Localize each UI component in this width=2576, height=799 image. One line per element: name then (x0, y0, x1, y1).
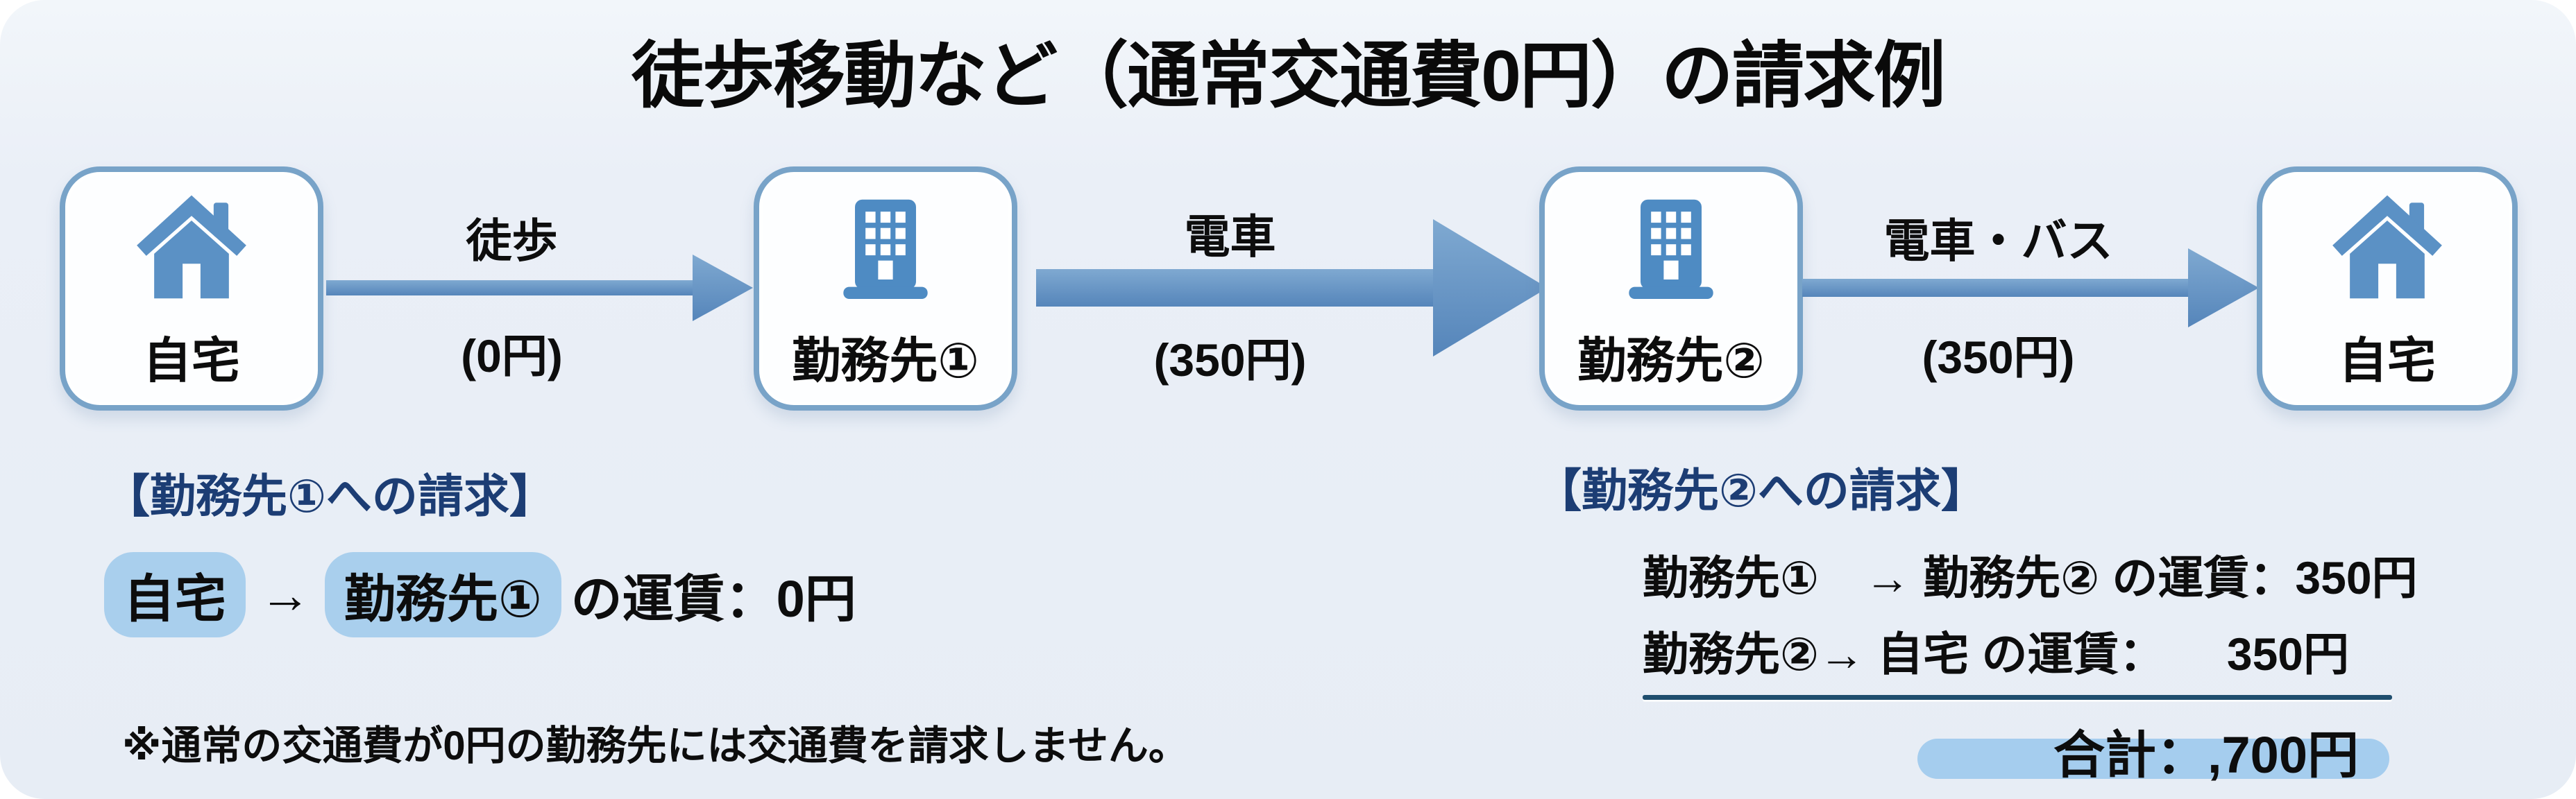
edge-trainbus-fare-label: (350円) (1922, 332, 2075, 383)
total-amount: 合計：,700円 (2053, 726, 2359, 784)
line-2-label: 勤務先②→ 自宅 の運賃： (1643, 628, 2165, 680)
home-icon (137, 195, 246, 298)
billing-office-2-header: 【勤務先②への請求】 (1536, 465, 1987, 516)
sum-divider-line (1643, 695, 2392, 700)
total-row: 合計：,700円 (1917, 714, 2389, 784)
route-from-pill: 自宅 (104, 552, 246, 637)
billing-office-2-line-1: 勤務先① → 勤務先② の運賃：350円 (1643, 552, 2418, 603)
walk-arrow-icon (326, 255, 753, 321)
edge-train-mode-label: 電車 (1184, 211, 1276, 262)
office-building-icon (1629, 199, 1713, 299)
flow-node-home-end: 自宅 (2257, 166, 2518, 411)
edge-train-fare-label: (350円) (1153, 334, 1307, 386)
trainbus-arrow-icon (1802, 248, 2259, 327)
node-label: 自宅 (143, 333, 240, 388)
billing-office-1-route-row: 自宅 → 勤務先① の運賃：0円 (104, 552, 856, 637)
billing-office-1-header: 【勤務先①への請求】 (104, 470, 555, 522)
flow-node-office-1: 勤務先① (754, 166, 1017, 411)
total-highlight (1917, 739, 2389, 779)
flow-node-office-2: 勤務先② (1539, 166, 1803, 411)
office-building-icon (843, 199, 928, 299)
flow-node-home-start: 自宅 (60, 166, 323, 411)
node-label: 勤務先① (792, 333, 979, 388)
home-icon (2332, 195, 2442, 298)
route-to-pill: 勤務先① (325, 552, 561, 637)
billing-office-2-line-2: 勤務先②→ 自宅 の運賃： 350円 (1643, 617, 2349, 684)
edge-walk-mode-label: 徒歩 (466, 215, 558, 266)
route-arrow-glyph: → (260, 566, 311, 624)
billing-office-1-section: 【勤務先①への請求】 自宅 → 勤務先① の運賃：0円 (104, 459, 856, 637)
footnote-text: ※通常の交通費が0円の勤務先には交通費を請求しません。 (122, 723, 1189, 768)
train-arrow-icon (1036, 219, 1548, 356)
edge-trainbus-mode-label: 電車・バス (1883, 215, 2113, 266)
node-label: 勤務先② (1577, 333, 1765, 388)
line-2-amount: 350円 (2226, 628, 2349, 680)
billing-office-2-section: 【勤務先②への請求】 勤務先① → 勤務先② の運賃：350円 勤務先②→ 自宅… (1536, 454, 2418, 784)
route-fare-text: の運賃：0円 (570, 570, 856, 628)
diagram-title: 徒歩移動など（通常交通費0円）の請求例 (632, 36, 1946, 117)
node-label: 自宅 (2339, 333, 2436, 388)
edge-walk-fare-label: (0円) (461, 330, 563, 381)
